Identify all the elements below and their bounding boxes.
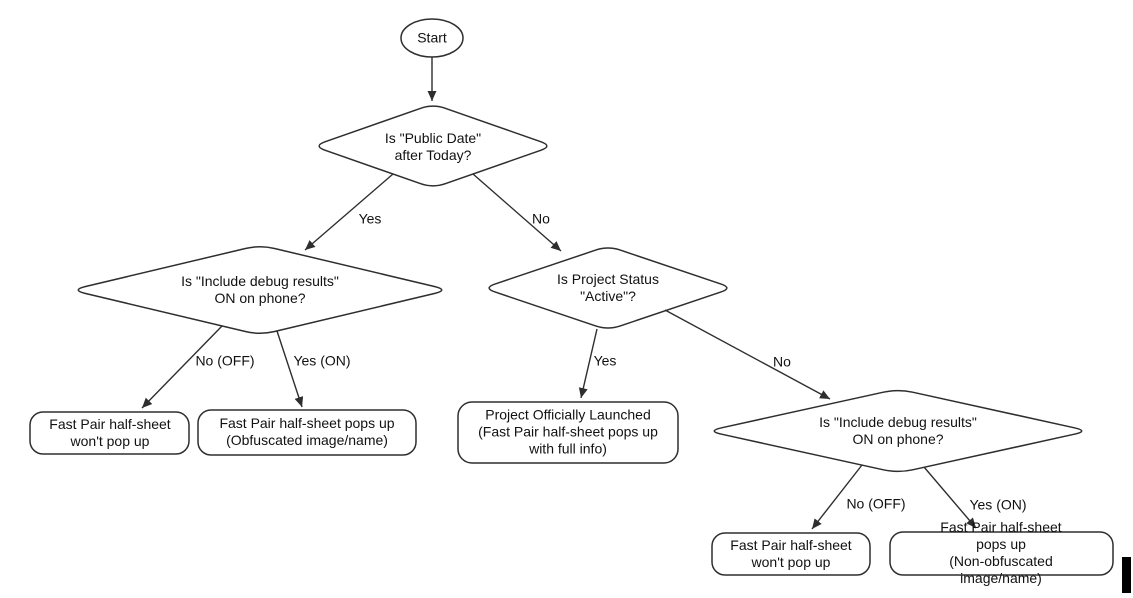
edge-project-status-yes	[578, 328, 598, 399]
text-cursor-bar	[1122, 557, 1131, 593]
outcome-non-obfuscated-shape	[889, 531, 1114, 576]
decision-debug-left-shape	[77, 246, 443, 334]
edge-debug-left-yes-on	[276, 330, 304, 408]
edge-project-status-no	[664, 309, 831, 400]
decision-public-date-shape	[318, 105, 548, 187]
outcome-obfuscated-shape	[197, 409, 417, 456]
edge-public-date-no	[472, 173, 562, 252]
outcome-wont-popup-left-shape	[29, 411, 190, 455]
edge-debug-right-no-off	[811, 464, 863, 530]
start-node-shape	[400, 18, 464, 58]
edge-public-date-yes	[304, 173, 394, 251]
outcome-wont-popup-right-shape	[711, 532, 871, 576]
edge-debug-right-yes-on	[923, 466, 977, 529]
decision-debug-right-shape	[713, 389, 1083, 473]
edge-debug-left-no-off	[141, 325, 223, 409]
decision-project-status-shape	[488, 247, 728, 329]
outcome-launched-shape	[457, 401, 679, 464]
